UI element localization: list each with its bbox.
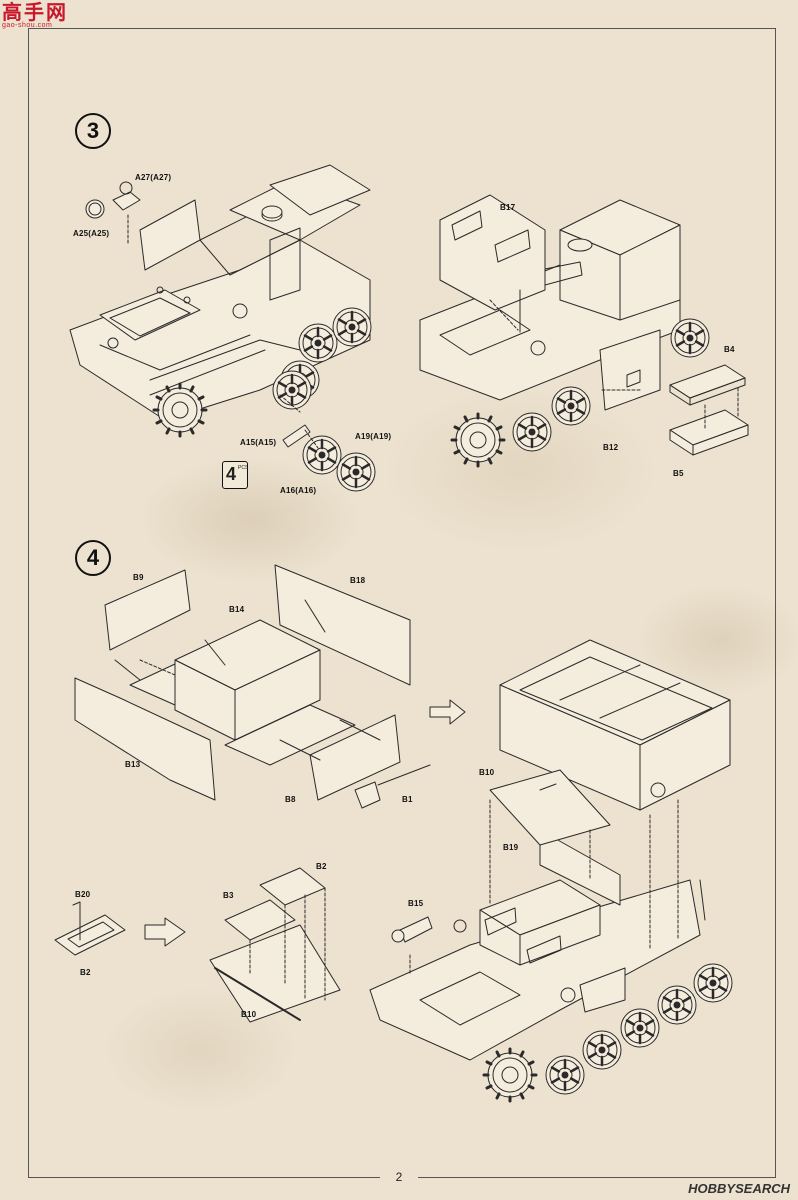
page-number: 2 — [380, 1170, 418, 1184]
label-b3: B3 — [223, 891, 234, 900]
step4-floor-assembly — [74, 564, 431, 809]
watermark-top: 高手网 gao-shou.com — [2, 2, 68, 29]
label-b5: B5 — [673, 469, 684, 478]
step4-arrow — [429, 699, 466, 725]
step-4-number: 4 — [75, 540, 111, 576]
label-a16: A16(A16) — [280, 486, 317, 495]
quantity-unit: PCS — [238, 465, 249, 471]
label-a25: A25(A25) — [73, 229, 110, 238]
step3-left-hull — [69, 164, 371, 421]
label-b15: B15 — [408, 899, 424, 908]
label-b10-mid: B10 — [241, 1010, 257, 1019]
step3-right-hull — [419, 199, 681, 411]
quantity-badge: 4 PCS — [222, 461, 248, 489]
label-b18: B18 — [350, 576, 366, 585]
label-b19: B19 — [503, 843, 519, 852]
step4-upper-box — [499, 639, 731, 811]
watermark-url: gao-shou.com — [2, 22, 53, 29]
label-b20: B20 — [75, 890, 91, 899]
step4-lower-hull — [369, 769, 706, 1061]
label-a19: A19(A19) — [355, 432, 392, 441]
label-b8: B8 — [285, 795, 296, 804]
label-a15: A15(A15) — [240, 438, 277, 447]
label-a27: A27(A27) — [135, 173, 172, 182]
label-b2-mid: B2 — [316, 862, 327, 871]
label-b13: B13 — [125, 760, 141, 769]
label-b4: B4 — [724, 345, 735, 354]
label-b9: B9 — [133, 573, 144, 582]
label-b12: B12 — [603, 443, 619, 452]
step-3-number: 3 — [75, 113, 111, 149]
step3-right-b17-panel — [439, 194, 546, 333]
label-b10-right: B10 — [479, 768, 495, 777]
quantity-count: 4 — [226, 464, 237, 484]
step4-bottom-left-parts — [54, 867, 341, 1023]
step3-left-loose-parts — [85, 181, 377, 493]
label-b1: B1 — [402, 795, 413, 804]
label-b17: B17 — [500, 203, 516, 212]
label-b14: B14 — [229, 605, 245, 614]
watermark-title: 高手网 — [2, 0, 68, 24]
watermark-bottom: HOBBYSEARCH — [688, 1181, 790, 1196]
label-b2-left: B2 — [80, 968, 91, 977]
step3-right-box — [669, 364, 749, 456]
